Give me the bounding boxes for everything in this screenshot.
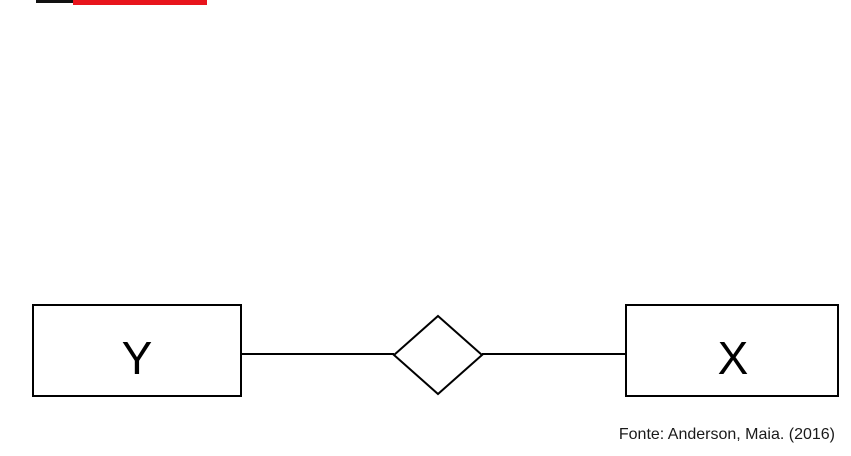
header-red-bar bbox=[73, 0, 207, 5]
source-caption: Fonte: Anderson, Maia. (2016) bbox=[619, 426, 835, 444]
entity-y-label: Y bbox=[122, 332, 153, 384]
relationship-diamond bbox=[394, 316, 482, 394]
entity-y: Y bbox=[33, 305, 241, 396]
entity-x-label: X bbox=[718, 332, 749, 384]
header-dark-stub bbox=[36, 0, 73, 3]
entity-x: X bbox=[626, 305, 838, 396]
